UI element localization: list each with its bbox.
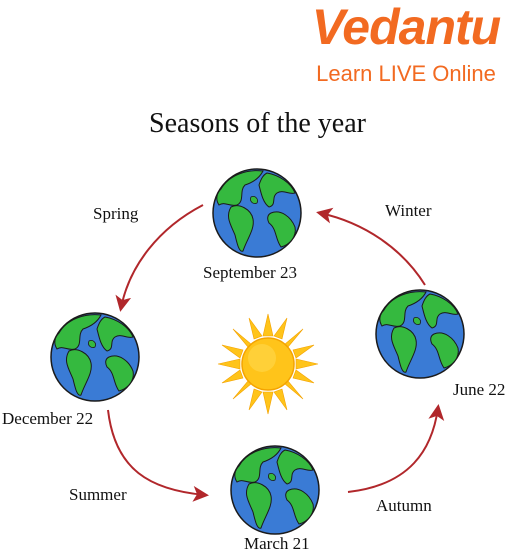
label-june: June 22 xyxy=(453,380,506,399)
winter-arrow xyxy=(316,207,426,286)
earth-september-icon xyxy=(212,168,302,258)
label-autumn: Autumn xyxy=(376,496,432,515)
diagram-title: Seasons of the year xyxy=(149,108,366,139)
label-spring: Spring xyxy=(93,204,139,223)
earth-december-icon xyxy=(50,312,140,402)
summer-arrow xyxy=(107,409,209,502)
logo-tagline: Learn LIVE Online xyxy=(316,61,496,86)
label-summer: Summer xyxy=(69,485,127,504)
vedantu-logo: Vedantu xyxy=(311,0,501,55)
earth-june-icon xyxy=(375,289,465,379)
label-september: September 23 xyxy=(203,263,297,282)
label-december: December 22 xyxy=(2,409,94,428)
earth-march-icon xyxy=(230,445,320,535)
spring-arrow xyxy=(115,204,204,312)
sun-icon xyxy=(217,313,319,415)
label-march: March 21 xyxy=(244,534,310,553)
label-winter: Winter xyxy=(385,201,432,220)
autumn-arrow xyxy=(347,404,445,493)
